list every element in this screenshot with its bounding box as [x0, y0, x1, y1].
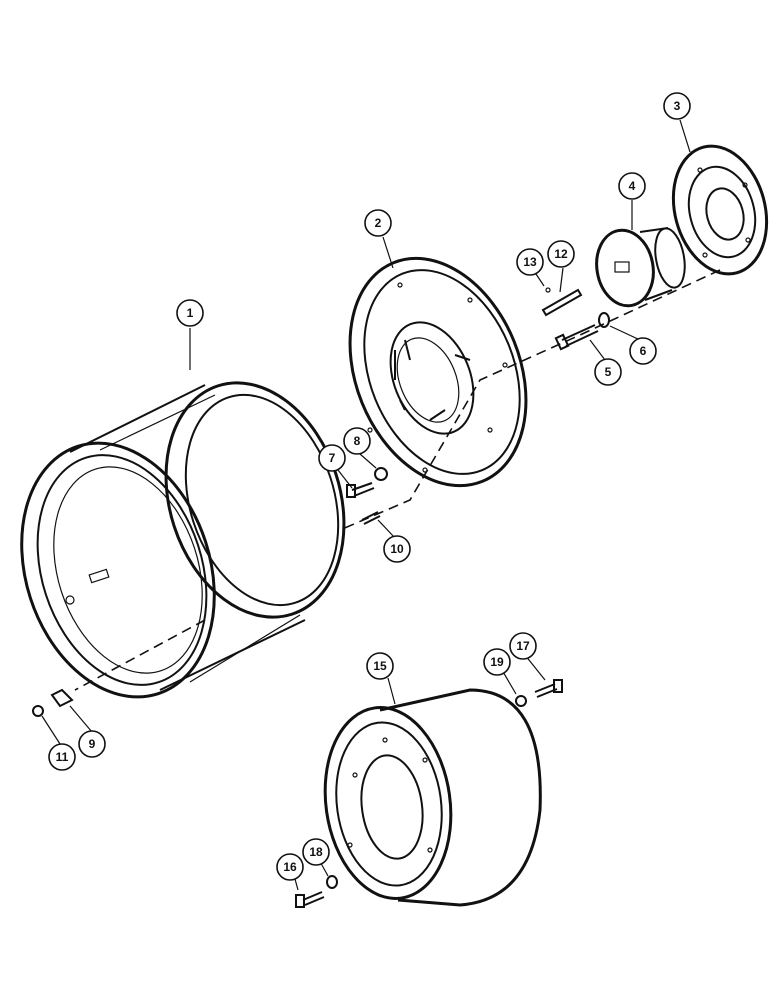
wheel-disc-part: [348, 256, 528, 488]
svg-text:17: 17: [516, 639, 530, 653]
callout-7: 7: [318, 444, 346, 472]
svg-text:3: 3: [674, 99, 681, 113]
leader-19: [501, 669, 517, 695]
svg-text:10: 10: [390, 542, 404, 556]
leader-5: [589, 339, 606, 361]
bolt-part-17: [534, 679, 563, 698]
svg-text:13: 13: [523, 255, 537, 269]
leader-10: [377, 519, 396, 539]
svg-text:8: 8: [354, 434, 361, 448]
svg-text:2: 2: [375, 216, 382, 230]
washer-part-18: [326, 875, 338, 889]
assembly-centerline-upper: [339, 269, 721, 531]
svg-text:11: 11: [56, 750, 69, 764]
bolt-part-16: [295, 891, 325, 908]
leader-17: [524, 654, 546, 681]
assembly-centerline-lower: [74, 619, 206, 691]
callout-6: 6: [629, 337, 657, 365]
callout-10: 10: [383, 535, 411, 563]
callout-4: 4: [618, 172, 646, 200]
leader-13: [535, 273, 545, 287]
nut-part-19: [515, 695, 527, 707]
leader-11: [41, 715, 61, 745]
leader-8: [359, 453, 377, 469]
bolt-part-7: [346, 482, 375, 498]
leader-9: [69, 705, 93, 733]
leader-2: [382, 236, 394, 269]
callout-12: 12: [547, 240, 575, 268]
svg-text:5: 5: [605, 365, 612, 379]
callout-18: 18: [302, 838, 330, 866]
callout-3: 3: [663, 92, 691, 120]
wheel-rim-part: [20, 381, 346, 699]
svg-text:12: 12: [554, 247, 568, 261]
callout-19: 19: [483, 648, 511, 676]
callout-1: 1: [176, 299, 204, 327]
callout-11: 11: [48, 743, 76, 771]
washer-part-8: [374, 467, 388, 481]
svg-text:19: 19: [490, 655, 504, 669]
svg-text:4: 4: [629, 179, 636, 193]
svg-text:18: 18: [309, 845, 323, 859]
svg-text:16: 16: [283, 860, 297, 874]
wheel-weight-part: [323, 688, 542, 907]
callout-5: 5: [594, 358, 622, 386]
key-part: [541, 287, 583, 317]
leader-6: [609, 325, 641, 341]
nut-part-11: [32, 705, 44, 717]
svg-text:7: 7: [329, 451, 336, 465]
svg-text:1: 1: [187, 306, 194, 320]
callout-9: 9: [78, 730, 106, 758]
bolt-part-5: [554, 324, 599, 351]
hub-flange-part: [671, 144, 769, 276]
callout-17: 17: [509, 632, 537, 660]
clamp-part-9: [50, 688, 74, 708]
leader-3: [679, 119, 691, 153]
svg-text:15: 15: [373, 659, 387, 673]
leader-15: [387, 677, 396, 705]
callout-15: 15: [366, 652, 394, 680]
callout-8: 8: [343, 427, 371, 455]
stud-part-10: [361, 511, 381, 525]
svg-text:6: 6: [640, 344, 647, 358]
leader-12: [559, 267, 564, 293]
hub-part: [595, 227, 686, 308]
callout-16: 16: [276, 853, 304, 881]
callout-13: 13: [516, 248, 544, 276]
leader-7: [337, 469, 353, 489]
callout-2: 2: [364, 209, 392, 237]
washer-part-6: [598, 312, 610, 328]
svg-text:9: 9: [89, 737, 96, 751]
